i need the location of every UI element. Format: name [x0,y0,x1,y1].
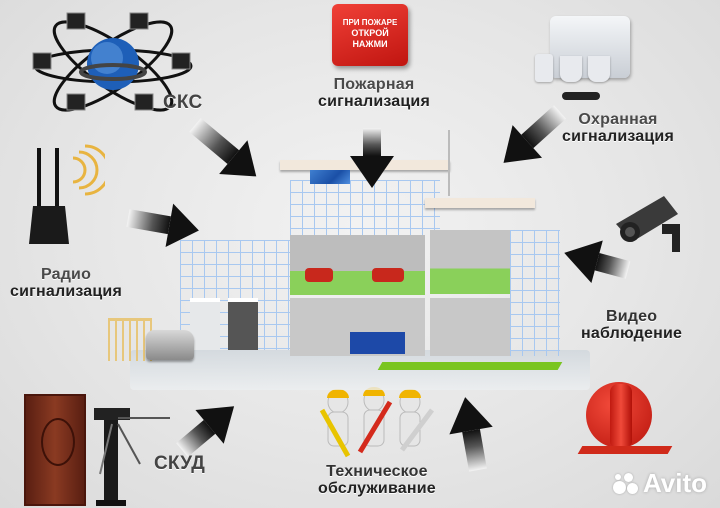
arrow-sks [189,118,257,177]
turnstile-icon [92,404,172,508]
sofa-icon-1 [305,268,333,282]
workers-tools-icon [298,380,448,464]
arrow-security [503,105,567,163]
fence-icon [108,318,152,361]
room-living [290,235,425,295]
label-maintenance: Техническое обслуживание [318,463,436,498]
building-right-glass [510,230,560,356]
sofa-icon-2 [372,268,404,282]
fire-call-point-icon: ПРИ ПОЖАРЕ ОТКРОЙ НАЖМИ [332,4,408,66]
label-skud: СКУД [154,453,205,474]
cctv-camera-icon [612,188,692,258]
building-center-top [310,170,350,184]
antenna [448,130,450,196]
arrow-skud [176,406,235,457]
garage-door-1 [190,298,220,350]
keypad-icon [535,54,553,82]
label-radio-alarm: Радио сигнализация [10,266,123,301]
arrow-maintenance [449,397,493,472]
floor-reflection [130,350,590,390]
car-icon [146,330,194,360]
arrow-video [564,240,631,283]
label-video: Видео наблюдение [581,308,683,343]
room-security [430,298,510,356]
building-roof-right [425,198,535,208]
reception-desk [350,332,405,354]
building-center-upper [290,180,440,235]
fire-extinguisher-icon [577,370,673,460]
avito-watermark: Avito [613,468,707,499]
alarm-panel-icon [548,16,632,82]
building-illustration [180,130,563,370]
arrow-fire [350,128,394,188]
label-fire-alarm: Пожарная сигнализация [318,76,431,111]
arrow-radio [126,203,199,247]
network-globe-icon [25,8,200,116]
garage-door-2 [228,298,258,350]
label-security-alarm: Охранная сигнализация [562,111,675,146]
label-sks: СКС [163,92,203,113]
room-office [430,230,510,294]
avito-logo-icon [613,472,639,495]
key-fob-icon [562,92,600,100]
door-icon [24,394,86,506]
